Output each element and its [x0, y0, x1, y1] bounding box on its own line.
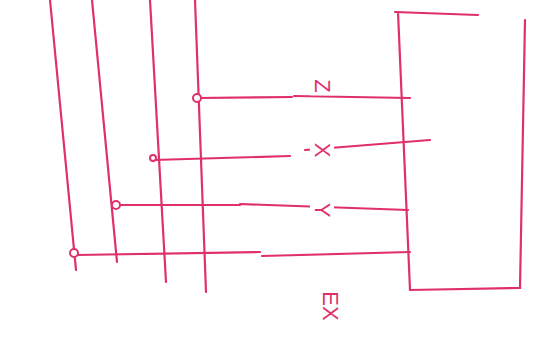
bus-line [50, 0, 76, 270]
junction-dot [150, 155, 156, 161]
branch-wire [197, 96, 410, 98]
bus-line [92, 0, 117, 262]
branch-wire [76, 252, 410, 256]
signal-label: X [310, 140, 334, 161]
signal-label: Y [310, 200, 334, 221]
bus-line [195, 0, 206, 292]
junction-dot [70, 249, 78, 257]
branch-wire [153, 140, 430, 160]
junction-dot [112, 201, 120, 209]
bus-line [150, 0, 166, 282]
branch-wire [115, 204, 408, 210]
signal-label: Z [310, 76, 334, 95]
device-box [395, 12, 525, 290]
junction-dot [193, 94, 201, 102]
signal-label: EX [318, 288, 342, 323]
